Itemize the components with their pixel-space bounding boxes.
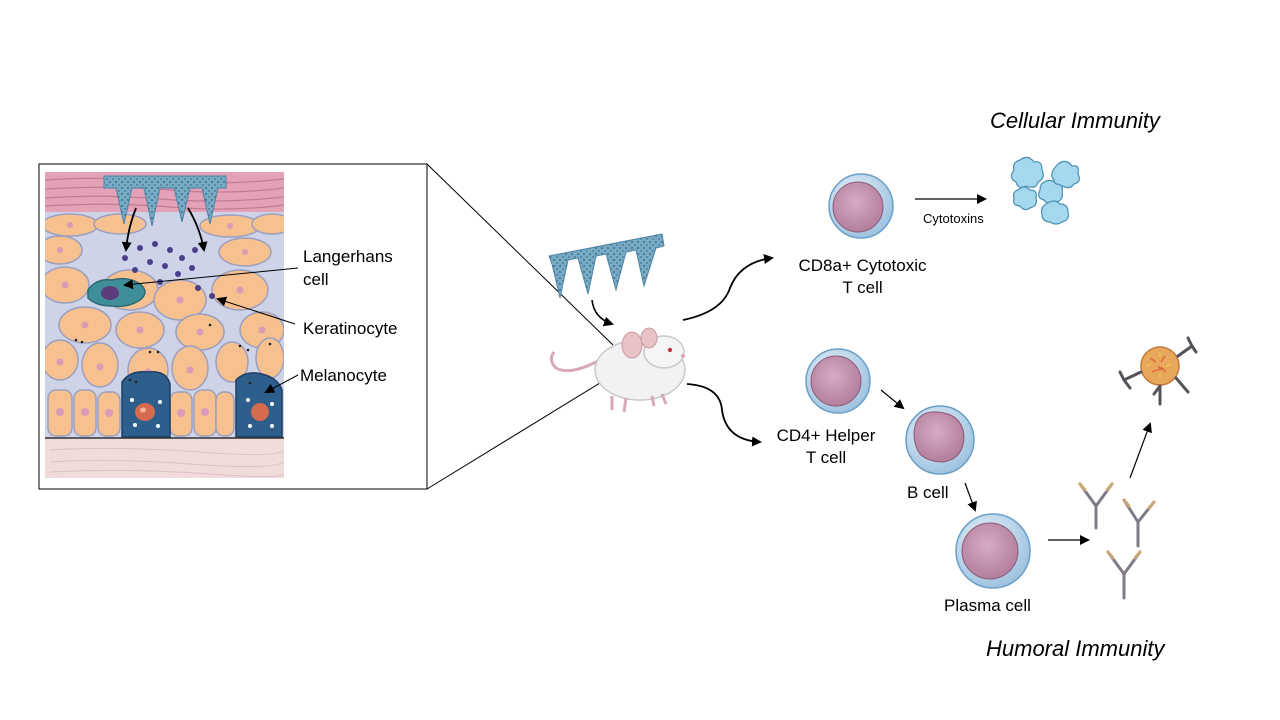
- skin-inset: [38, 163, 428, 490]
- label-langerhans-line1: Langerhans: [303, 247, 393, 266]
- langerhans-cell: [87, 277, 146, 308]
- killed-cell-icon: [1010, 156, 1080, 225]
- zoom-line-bottom: [426, 374, 614, 490]
- antibody-icon: [1078, 482, 1156, 600]
- b-cell-icon: [905, 405, 975, 475]
- label-cd8-line1: CD8a+ Cytotoxic: [798, 256, 927, 275]
- cd4-t-cell-icon: [805, 348, 871, 414]
- heading-cellular-immunity: Cellular Immunity: [990, 108, 1160, 133]
- cd8-t-cell-icon: [828, 173, 894, 239]
- microneedle-patch-icon: [548, 233, 665, 299]
- plasma-cell-icon: [955, 513, 1031, 589]
- heading-humoral-immunity: Humoral Immunity: [986, 636, 1165, 661]
- neutralized-virus-icon: [1118, 336, 1198, 406]
- zoom-line-top: [426, 163, 614, 346]
- label-cd4-line2: T cell: [805, 448, 847, 467]
- label-b-cell: B cell: [907, 483, 949, 502]
- label-langerhans-line2: cell: [303, 270, 329, 289]
- label-keratinocyte: Keratinocyte: [303, 319, 398, 338]
- label-melanocyte: Melanocyte: [300, 366, 387, 385]
- label-cytotoxins: Cytotoxins: [923, 211, 984, 226]
- label-plasma-cell: Plasma cell: [944, 596, 1031, 615]
- mouse-icon: [549, 327, 686, 413]
- antigen-particles: [122, 241, 215, 299]
- label-cd8-line2: T cell: [842, 278, 883, 297]
- skin-section-illustration: [45, 172, 284, 478]
- label-cd4-line1: CD4+ Helper: [776, 426, 876, 445]
- microneedle-patch-icon: [103, 175, 227, 227]
